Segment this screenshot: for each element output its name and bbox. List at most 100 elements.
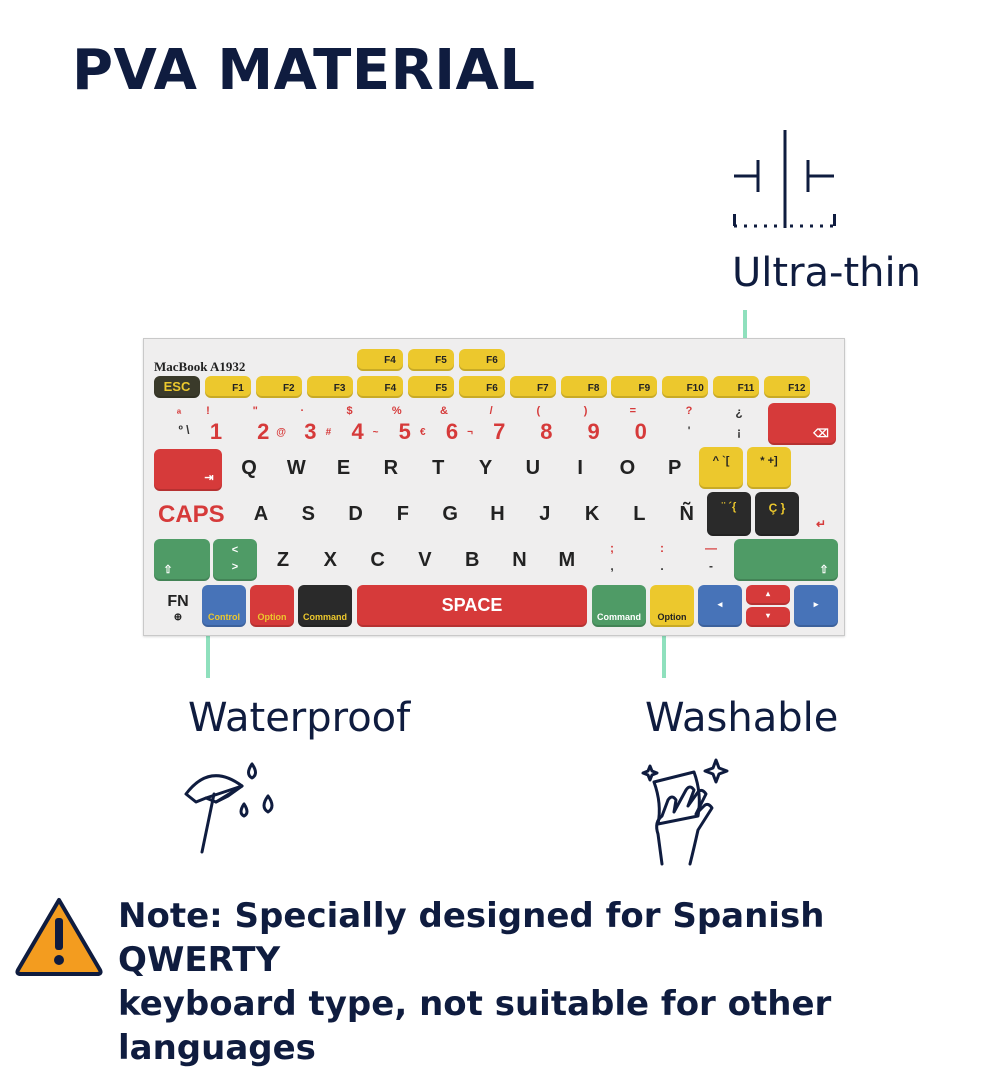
- function-label-f10: F10: [686, 383, 704, 394]
- number-key-2: 2: [257, 419, 270, 444]
- accent-label-1: ¨ ´{: [721, 501, 737, 513]
- note-line-1: Note: Specially designed for Spanish QWE…: [118, 896, 825, 980]
- left-shift-icon: ⇧: [163, 564, 173, 576]
- number-alt-7: /: [489, 405, 493, 417]
- space-key: [357, 585, 587, 627]
- number-alt-6: &: [440, 405, 448, 417]
- number-key-7: 7: [493, 419, 506, 444]
- letter-key-l: L: [633, 503, 646, 525]
- letter-key-f: F: [396, 503, 409, 525]
- backspace-key: [768, 403, 836, 445]
- function-label-f12: F12: [788, 383, 806, 394]
- bracket-label-2: * +]: [760, 455, 778, 467]
- letter-key-k: K: [584, 503, 600, 525]
- space-label: SPACE: [441, 595, 503, 615]
- tab-key: [154, 449, 222, 491]
- backspace-icon: ⌫: [813, 428, 829, 440]
- fn-top-key-f5: [408, 349, 454, 371]
- period: .: [660, 559, 664, 573]
- number-key-8: 8: [540, 419, 553, 444]
- warning-triangle-icon: [15, 898, 103, 976]
- enter-icon: ↵: [815, 517, 827, 531]
- model-label: MacBook A1932: [154, 359, 246, 374]
- arrow-down-key: [746, 607, 790, 627]
- function-key-f6: [459, 376, 505, 398]
- tilde-top: ª: [176, 407, 182, 421]
- number-sub-4: ~: [372, 427, 379, 438]
- letter-key-i: I: [577, 457, 583, 479]
- letter-key-t: T: [432, 457, 445, 479]
- note-text: Note: Specially designed for Spanish QWE…: [118, 894, 988, 1070]
- letter-key-u: U: [525, 457, 541, 479]
- ultra-thin-icon: [733, 130, 836, 228]
- dash: —: [705, 541, 717, 555]
- left-option-label: Option: [257, 612, 287, 622]
- number-key-6: 6: [445, 419, 459, 444]
- washing-hand-icon: [641, 758, 729, 866]
- number-alt-4: $: [346, 405, 353, 417]
- left-option-key: [250, 585, 294, 627]
- function-label-f7: F7: [536, 383, 549, 394]
- function-key-f3: [306, 376, 353, 398]
- letter-key-w: W: [286, 457, 306, 479]
- inverted-exclamation: ¡: [737, 425, 741, 439]
- quote-bottom: ': [687, 425, 691, 437]
- letter-key-h: H: [490, 503, 505, 525]
- number-sub-3: #: [325, 427, 332, 438]
- bracket-key-1: [699, 447, 743, 489]
- fn-top-key-f6: [459, 349, 505, 371]
- fn-top-label-f6: F6: [486, 355, 498, 366]
- arrow-left-key: [698, 585, 742, 627]
- letter-key-d: D: [348, 503, 363, 525]
- number-sub-5: €: [420, 427, 426, 438]
- function-label-f4: F4: [384, 383, 397, 394]
- comma: ,: [610, 559, 614, 573]
- number-key-3: 3: [304, 419, 317, 444]
- hyphen: -: [709, 559, 713, 573]
- function-label-f8: F8: [587, 383, 600, 394]
- letter-key-v: V: [418, 549, 432, 571]
- letter-key-a: A: [253, 503, 269, 525]
- function-label-f6: F6: [486, 383, 498, 394]
- fn-key-label: FN: [167, 593, 189, 610]
- letter-key-p: P: [668, 457, 682, 479]
- function-label-f3: F3: [333, 383, 346, 394]
- washable-label: Washable: [645, 695, 839, 741]
- tilde-bottom: º \: [178, 423, 190, 437]
- arrow-left-icon: ◂: [717, 599, 723, 609]
- function-label-f1: F1: [232, 383, 244, 394]
- right-command-key: [592, 585, 646, 627]
- letter-key-e: E: [336, 457, 351, 479]
- number-alt-5: %: [391, 405, 402, 417]
- function-key-f2: [255, 376, 302, 398]
- fn-top-label-f5: F5: [435, 355, 447, 366]
- right-shift-icon: ⇧: [819, 564, 829, 576]
- right-command-label: Command: [596, 612, 641, 622]
- function-label-f2: F2: [282, 383, 295, 394]
- number-alt-3: ·: [300, 405, 305, 417]
- arrow-right-key: [794, 585, 838, 627]
- colon: :: [660, 541, 664, 555]
- letter-key-ñ: Ñ: [679, 503, 694, 525]
- letter-key-o: O: [619, 457, 636, 479]
- function-label-f9: F9: [638, 383, 651, 394]
- letter-key-y: Y: [478, 457, 493, 479]
- function-key-f10: [662, 376, 709, 398]
- right-option-label: Option: [657, 612, 687, 622]
- function-key-f9: [611, 376, 658, 398]
- page-title: PVA MATERIAL: [72, 38, 536, 103]
- number-key-4: 4: [351, 419, 364, 444]
- umbrella-rain-icon: [184, 762, 274, 854]
- bracket-key-2: [747, 447, 791, 489]
- function-key-f8: [560, 376, 607, 398]
- number-key-0: 0: [634, 419, 647, 444]
- function-key-f12: [763, 376, 810, 398]
- function-key-f1: [205, 376, 251, 398]
- left-command-label: Command: [302, 612, 347, 622]
- number-key-5: 5: [398, 419, 411, 444]
- arrow-right-icon: ▸: [813, 599, 819, 609]
- accent-label-2: Ç }: [768, 501, 786, 515]
- function-key-f11: [713, 376, 759, 398]
- caps-label: CAPS: [158, 501, 225, 528]
- letter-key-z: Z: [276, 549, 290, 571]
